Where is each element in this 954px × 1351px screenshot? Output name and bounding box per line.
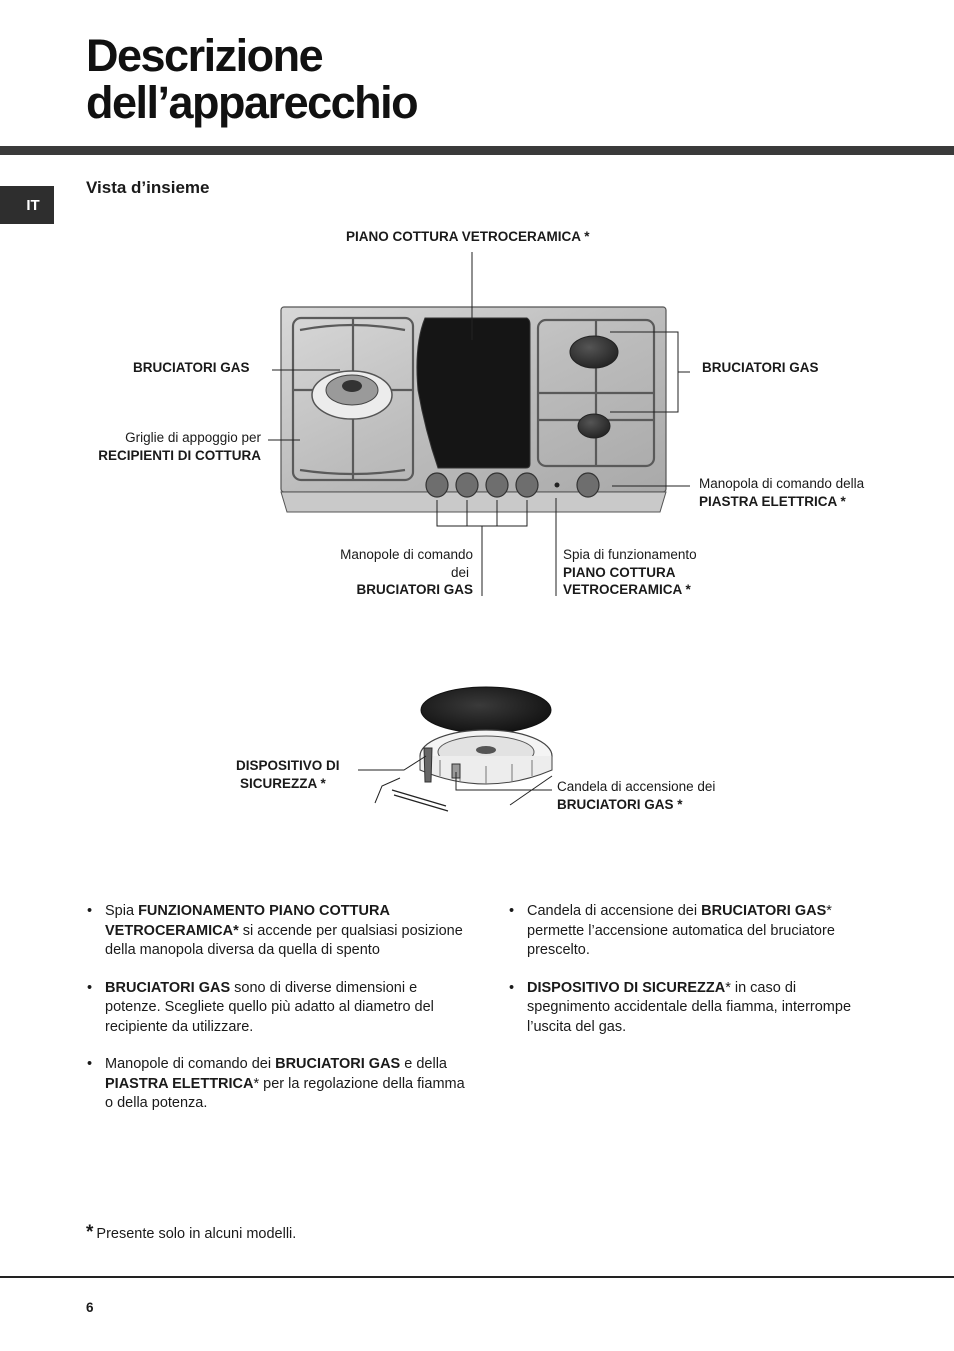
electric-plate-knob [576, 472, 600, 498]
list-item: • DISPOSITIVO DI SICUREZZA* in caso di s… [509, 979, 852, 1035]
callout-lines-bottom [358, 755, 553, 806]
header-rule [0, 146, 954, 155]
gas-knobs [425, 472, 539, 498]
footnote-star: * [86, 1222, 94, 1243]
callout-lines [268, 252, 690, 596]
left-burner [311, 370, 393, 420]
title-line-1: Descrizione [86, 30, 324, 81]
vetroceramica-plate [416, 317, 531, 469]
bullet-list-right: • Candela di accensione dei BRUCIATORI G… [508, 902, 883, 1055]
list-item: • BRUCIATORI GAS sono di diverse dimensi… [87, 979, 434, 1035]
page-title: Descrizione dell’apparecchio [86, 30, 419, 128]
footnote: *Presente solo in alcuni modelli. [86, 1222, 296, 1244]
list-item: • Candela di accensione dei BRUCIATORI G… [509, 903, 835, 958]
bullet-icon: • [87, 1056, 93, 1072]
footnote-text: Presente solo in alcuni modelli. [96, 1226, 297, 1242]
section-subtitle: Vista d’insieme [86, 178, 210, 197]
page-number: 6 [86, 1300, 94, 1315]
cooktop-drawing [280, 306, 667, 513]
safety-device-probe [423, 747, 433, 783]
bullet-list-left: • Spia FUNZIONAMENTO PIANO COTTURA VETRO… [86, 902, 471, 1132]
label-bruciatori-left: BRUCIATORI GAS [133, 360, 250, 375]
language-tab: IT [0, 186, 54, 224]
list-item: • Spia FUNZIONAMENTO PIANO COTTURA VETRO… [87, 903, 463, 958]
label-bruciatori-right: BRUCIATORI GAS [702, 360, 819, 375]
right-burner-bottom [577, 413, 611, 439]
bullet-icon: • [87, 979, 93, 996]
bullet-icon: • [87, 903, 93, 919]
list-item: • Manopole di comando dei BRUCIATORI GAS… [87, 1056, 465, 1111]
right-burner-top [569, 335, 619, 369]
bullet-icon: • [509, 979, 515, 996]
label-piano-cottura: PIANO COTTURA VETROCERAMICA * [346, 229, 590, 244]
indicator-light [554, 482, 560, 488]
footer-rule [0, 1276, 954, 1278]
bullet-icon: • [509, 903, 515, 919]
title-line-2: dell’apparecchio [86, 77, 419, 128]
language-tab-label: IT [26, 196, 40, 214]
burner-detail-drawing [374, 686, 553, 812]
